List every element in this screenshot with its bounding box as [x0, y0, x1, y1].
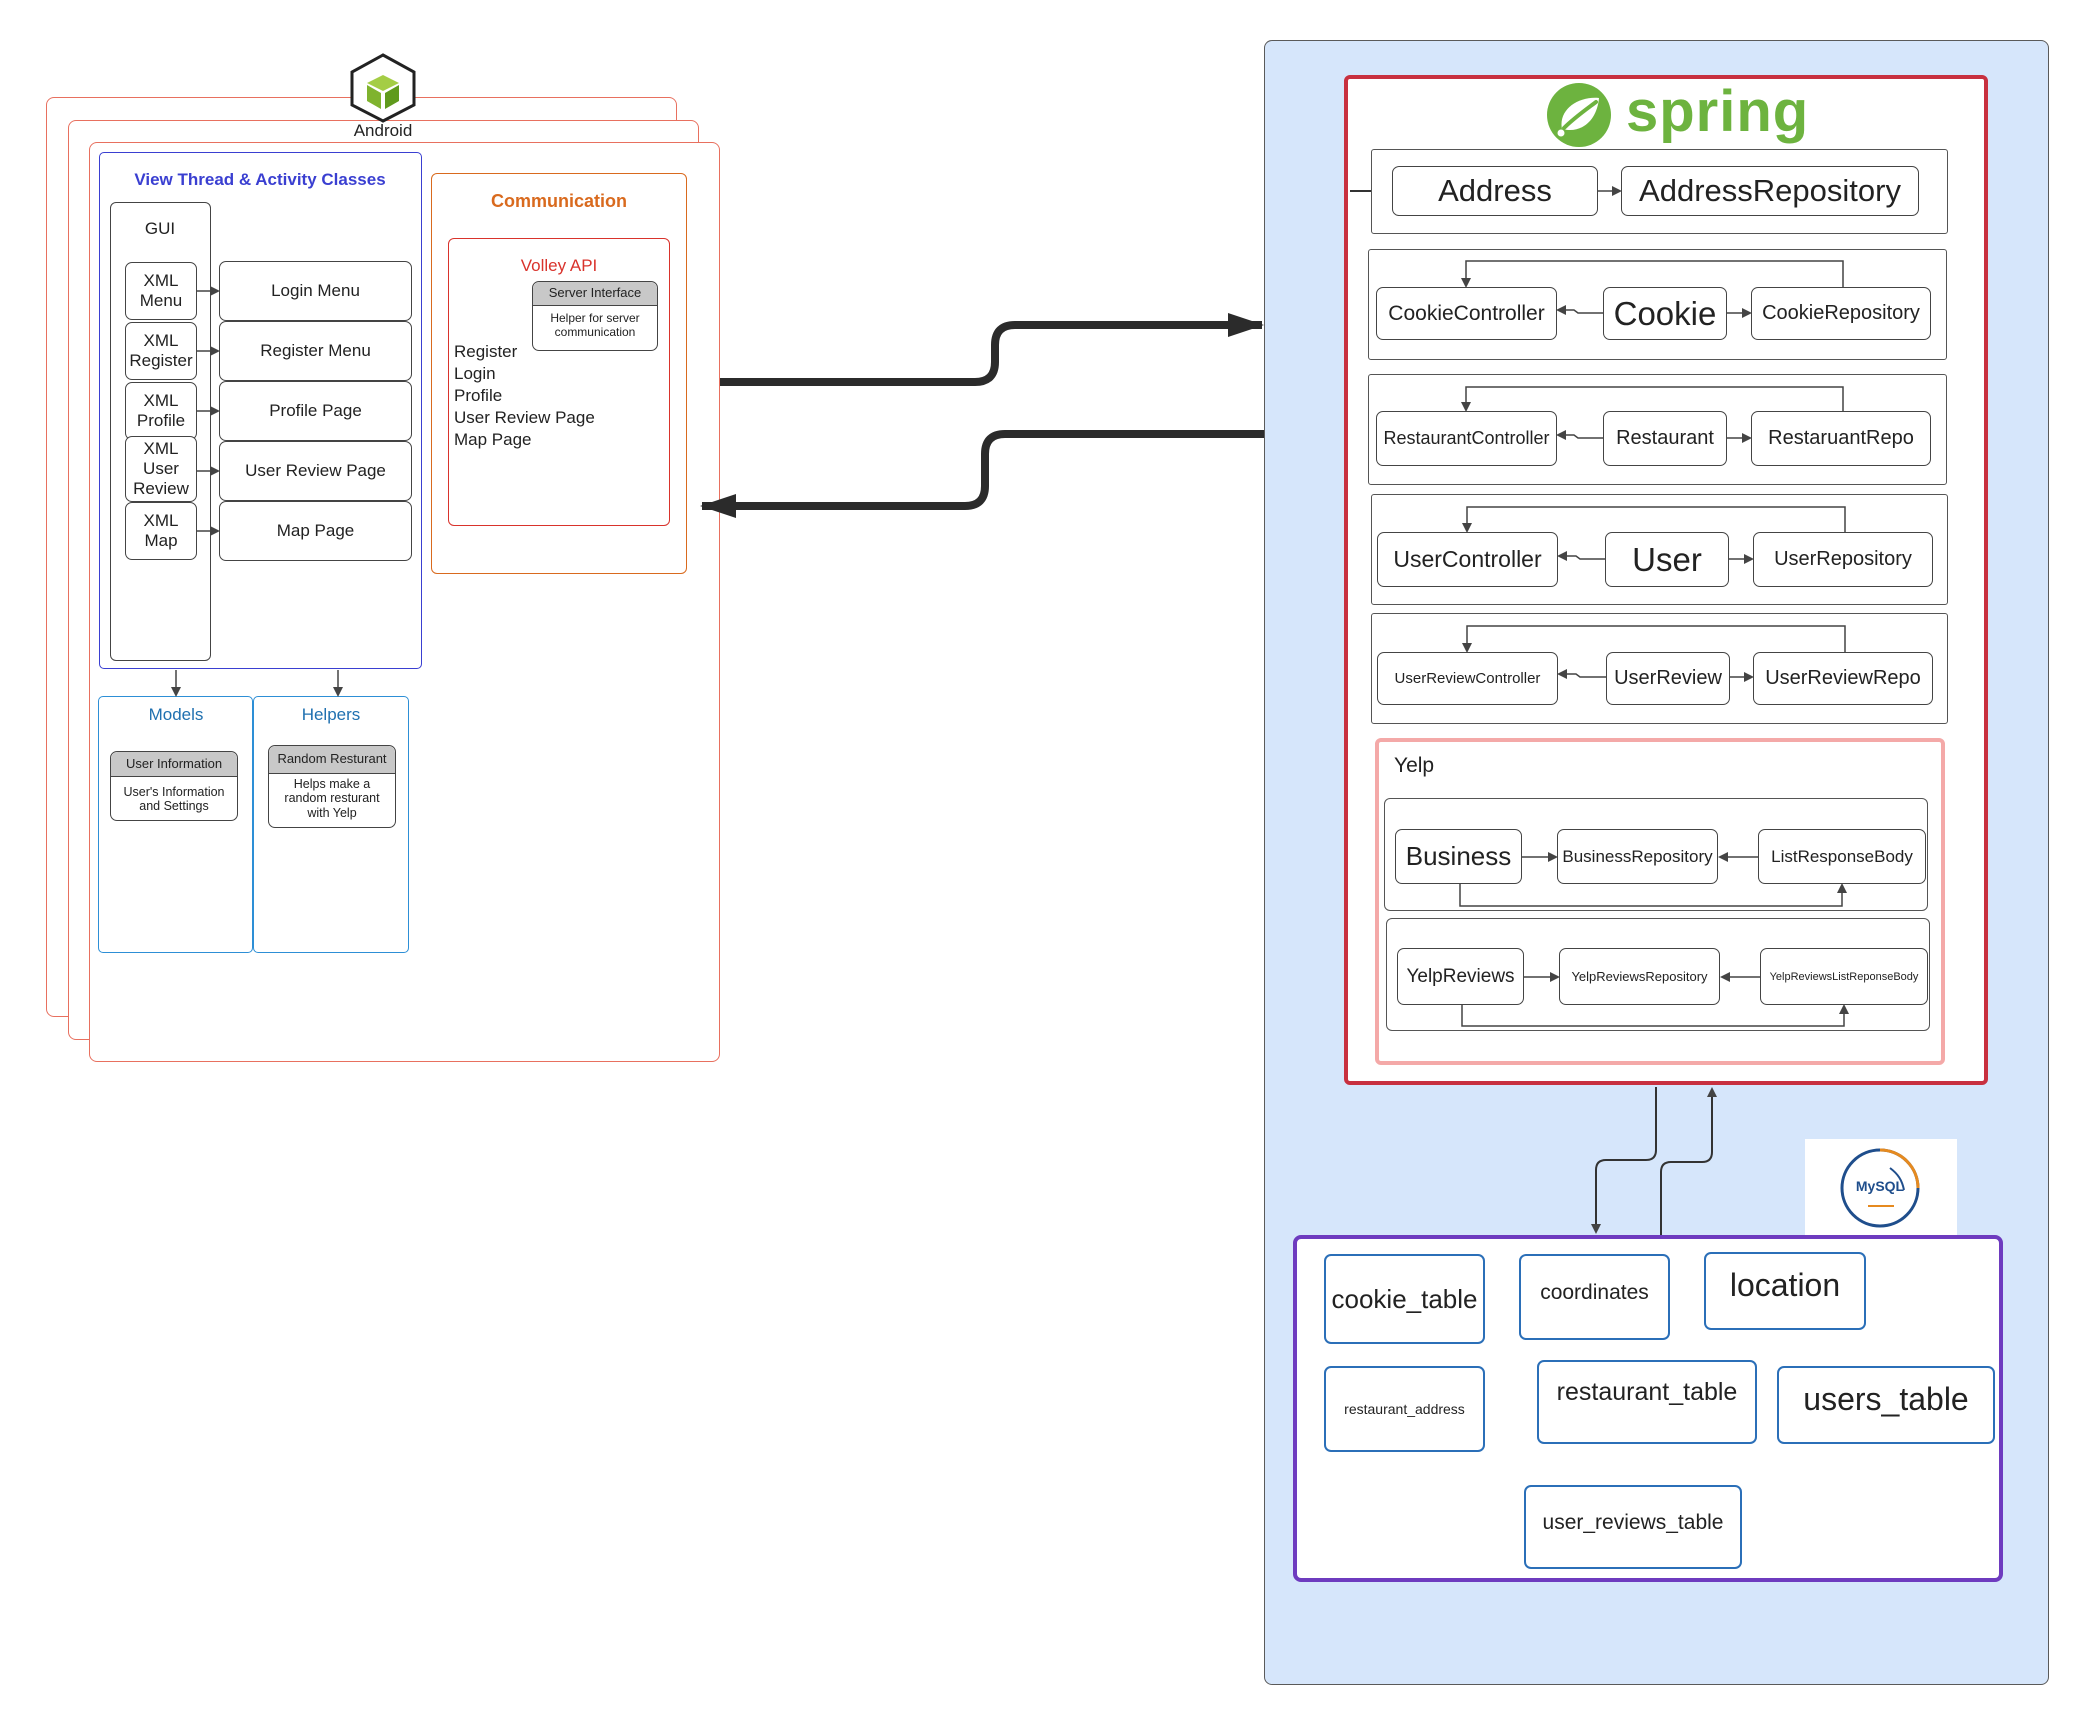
map-page-box: Map Page: [219, 501, 412, 561]
server-interface-title: Server Interface: [533, 282, 657, 306]
xml-register-box: XML Register: [125, 322, 197, 380]
yelp-reviews-box: YelpReviews: [1397, 948, 1524, 1005]
address-box: Address: [1392, 166, 1598, 216]
business-repository-box: BusinessRepository: [1557, 829, 1718, 884]
restaurant-address-box: restaurant_address: [1324, 1366, 1485, 1452]
user-information-card: User Information User's Information and …: [110, 751, 238, 821]
register-menu-box: Register Menu: [219, 321, 412, 381]
address-repository-box: AddressRepository: [1621, 166, 1919, 216]
spring-leaf-icon: [1547, 83, 1611, 147]
helpers-panel: [253, 696, 409, 953]
view-thread-panel: [99, 152, 422, 669]
cookie-table-box: cookie_table: [1324, 1254, 1485, 1344]
request-profile: Profile: [454, 386, 503, 405]
userreview-controller-box: UserReviewController: [1377, 652, 1558, 705]
request-map-page: Map Page: [454, 430, 532, 449]
viewthread-down-arrows: [171, 670, 343, 697]
user-information-body: User's Information and Settings: [123, 785, 225, 814]
xml-profile-box: XML Profile: [125, 382, 197, 440]
server-interface-body: Helper for server communication: [550, 311, 640, 339]
android-label: Android: [353, 121, 413, 140]
users-table-box: users_table: [1777, 1366, 1995, 1444]
random-resturant-title: Random Resturant: [269, 746, 395, 774]
user-controller-box: UserController: [1377, 532, 1558, 587]
user-information-title: User Information: [111, 752, 237, 777]
yelp-reviews-list-body-box: YelpReviewsListReponseBody: [1760, 948, 1928, 1005]
spring-wordmark: spring: [1626, 79, 1810, 144]
server-to-android-arrow: [700, 430, 1264, 518]
helpers-title: Helpers: [301, 705, 361, 724]
login-menu-box: Login Menu: [219, 261, 412, 321]
spring-mysql-arrows: [1591, 1087, 1717, 1235]
communication-panel: [431, 173, 687, 574]
request-register: Register: [454, 342, 518, 361]
user-review-page-box: User Review Page: [219, 441, 412, 501]
cookie-repository-box: CookieRepository: [1751, 287, 1931, 340]
random-resturant-card: Random Resturant Helps make a random res…: [268, 745, 396, 828]
android-to-server-arrow: [720, 313, 1264, 386]
row-arrows: [1459, 260, 1849, 1027]
xml-user-review-box: XML User Review: [125, 436, 197, 502]
userreview-box: UserReview: [1606, 652, 1730, 705]
business-box: Business: [1395, 829, 1522, 884]
xml-map-box: XML Map: [125, 502, 197, 560]
android-cube-icon: [350, 53, 416, 123]
server-interface-card: Server Interface Helper for server commu…: [532, 281, 658, 351]
volley-api-panel: [448, 238, 670, 526]
cookie-controller-box: CookieController: [1376, 287, 1557, 340]
userreview-repo-box: UserReviewRepo: [1753, 652, 1933, 705]
coordinates-box: coordinates: [1519, 1254, 1670, 1340]
xml-to-page-arrows: [197, 286, 220, 536]
mysql-logo-icon: [1840, 1148, 1920, 1228]
restaurant-repo-box: RestaruantRepo: [1751, 411, 1931, 466]
cookie-box: Cookie: [1603, 287, 1727, 340]
communication-title: Communication: [490, 191, 628, 211]
volley-api-title: Volley API: [520, 256, 598, 275]
models-title: Models: [148, 705, 204, 724]
request-login: Login: [454, 364, 496, 383]
xml-menu-box: XML Menu: [125, 262, 197, 320]
view-thread-title: View Thread & Activity Classes: [134, 170, 386, 189]
request-user-review-page: User Review Page: [454, 408, 595, 427]
random-resturant-body: Helps make a random resturant with Yelp: [284, 777, 380, 820]
user-reviews-table-box: user_reviews_table: [1524, 1485, 1742, 1569]
restaurant-box: Restaurant: [1603, 411, 1727, 466]
gui-label: GUI: [144, 219, 176, 238]
mysql-logo-text: MySQL: [1855, 1178, 1905, 1194]
yelp-reviews-repository-box: YelpReviewsRepository: [1559, 948, 1720, 1005]
list-response-body-box: ListResponseBody: [1758, 829, 1926, 884]
gui-panel: [110, 202, 211, 661]
restaurant-table-box: restaurant_table: [1537, 1360, 1757, 1444]
location-box: location: [1704, 1252, 1866, 1330]
yelp-title: Yelp: [1394, 754, 1435, 777]
user-box: User: [1605, 532, 1729, 587]
user-repository-box: UserRepository: [1753, 532, 1933, 587]
profile-page-box: Profile Page: [219, 381, 412, 441]
